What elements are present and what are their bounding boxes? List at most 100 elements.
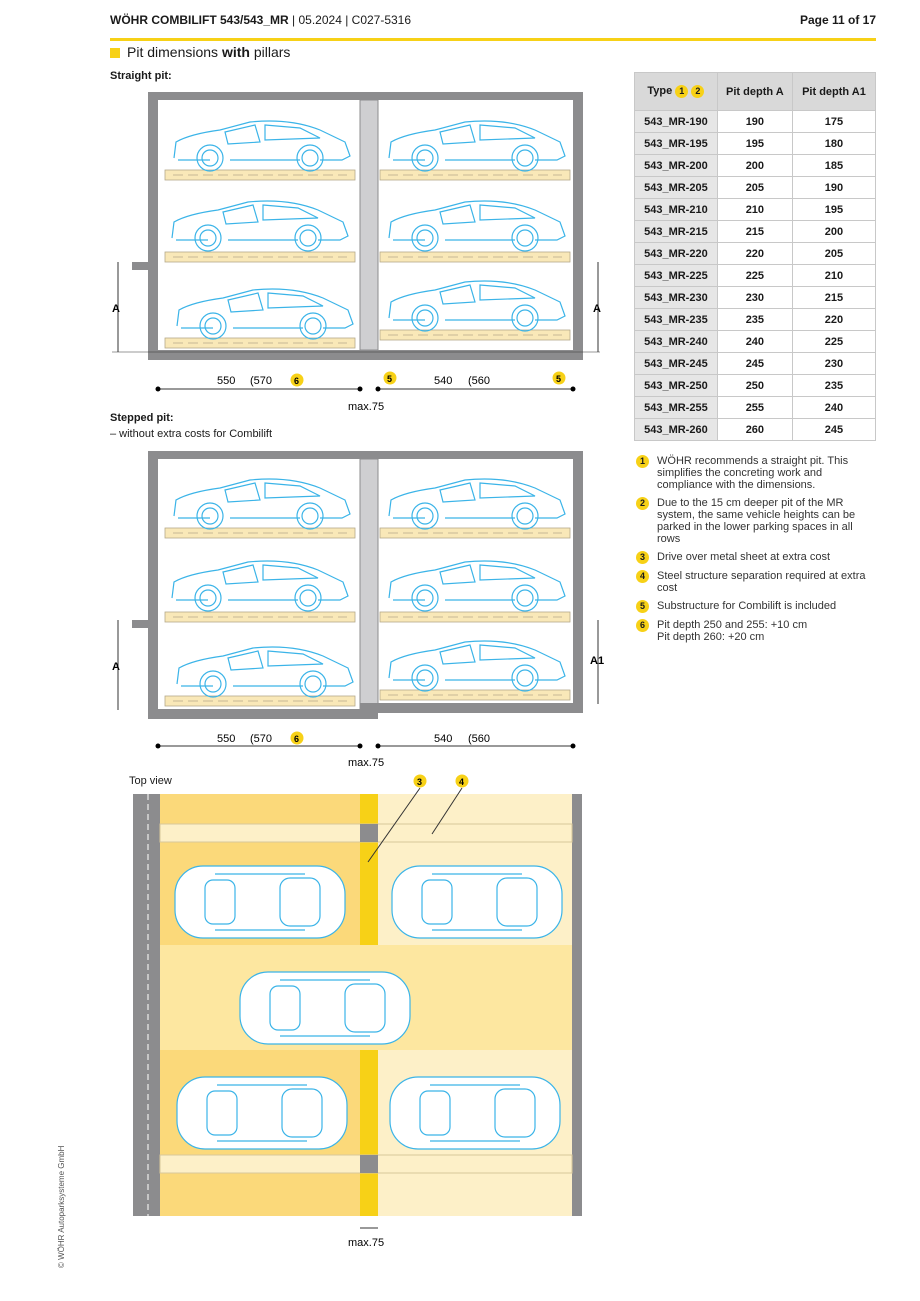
col-pit-depth-a1: Pit depth A1 (791, 72, 877, 111)
table-cell: 190 (791, 176, 877, 199)
header-rule (110, 38, 876, 41)
table-cell: 230 (791, 352, 877, 375)
table-cell: 543_MR-255 (634, 396, 718, 419)
table-cell: 543_MR-220 (634, 242, 718, 265)
table-cell: 230 (716, 286, 793, 309)
svg-text:A1: A1 (590, 655, 604, 667)
footnote-number: 1 (636, 455, 649, 468)
table-cell: 205 (791, 242, 877, 265)
straight-pit-drawing: A A 550 (570 6 540 (560 5 5 max.75 (112, 92, 601, 413)
svg-text:(570: (570 (250, 733, 272, 745)
table-cell: 195 (716, 132, 793, 155)
footnote: 1 WÖHR recommends a straight pit. This si… (636, 455, 876, 491)
footnote: 3 Drive over metal sheet at extra cost (636, 551, 876, 564)
svg-text:(560: (560 (468, 733, 490, 745)
title-marker (110, 48, 120, 58)
table-cell: 220 (716, 242, 793, 265)
svg-text:5: 5 (387, 374, 392, 384)
footnote: 6 Pit depth 250 and 255: +10 cm Pit depth… (636, 619, 876, 643)
footnote-number: 2 (636, 497, 649, 510)
svg-text:5: 5 (556, 374, 561, 384)
footnote-number: 5 (636, 600, 649, 613)
svg-text:6: 6 (294, 376, 299, 386)
table-cell: 215 (716, 220, 793, 243)
table-cell: 543_MR-210 (634, 198, 718, 221)
stepped-pit-label: Stepped pit: (110, 412, 174, 424)
footnote-text: Due to the 15 cm deeper pit of the MR sy… (657, 497, 856, 545)
footnote-number: 6 (636, 619, 649, 632)
svg-text:6: 6 (294, 734, 299, 744)
svg-text:540: 540 (434, 733, 452, 745)
top-view-label: Top view (129, 775, 172, 787)
table-cell: 225 (791, 330, 877, 353)
table-cell: 245 (716, 352, 793, 375)
footnote-text: Steel structure separation required at e… (657, 570, 866, 594)
svg-text:3: 3 (417, 777, 422, 787)
footnote: 5 Substructure for Combilift is included (636, 600, 876, 613)
table-cell: 185 (791, 154, 877, 177)
table-cell: 543_MR-245 (634, 352, 718, 375)
footnote-text: WÖHR recommends a straight pit. This sim… (657, 455, 849, 491)
pit-depth-table: Type 1 2 Pit depth A Pit depth A1 543_MR… (634, 72, 877, 441)
svg-text:4: 4 (459, 777, 464, 787)
footnote-number: 4 (636, 570, 649, 583)
svg-text:550: 550 (217, 733, 235, 745)
svg-text:max.75: max.75 (348, 401, 384, 413)
table-cell: 543_MR-195 (634, 132, 718, 155)
footnote-text: Pit depth 250 and 255: +10 cm Pit depth … (657, 619, 808, 643)
footnote-number: 3 (636, 551, 649, 564)
table-header-row: Type 1 2 Pit depth A Pit depth A1 (634, 72, 877, 111)
footnote-text: Substructure for Combilift is included (657, 600, 837, 612)
table-cell: 543_MR-230 (634, 286, 718, 309)
table-cell: 215 (791, 286, 877, 309)
table-cell: 220 (791, 308, 877, 331)
table-cell: 205 (716, 176, 793, 199)
table-cell: 200 (791, 220, 877, 243)
table-cell: 543_MR-205 (634, 176, 718, 199)
copyright: © WÖHR Autoparksysteme GmbH (57, 1145, 66, 1268)
stepped-pit-sub: – without extra costs for Combilift (110, 428, 273, 440)
table-cell: 543_MR-235 (634, 308, 718, 331)
table-cell: 235 (716, 308, 793, 331)
table-cell: 240 (716, 330, 793, 353)
svg-text:A: A (593, 303, 601, 315)
svg-text:max.75: max.75 (348, 1237, 384, 1249)
table-cell: 260 (716, 418, 793, 441)
table-cell: 543_MR-200 (634, 154, 718, 177)
svg-text:A: A (112, 303, 120, 315)
table-cell: 210 (791, 264, 877, 287)
table-cell: 543_MR-215 (634, 220, 718, 243)
table-cell: 180 (791, 132, 877, 155)
table-cell: 240 (791, 396, 877, 419)
top-view-drawing: 3 4 max.75 (133, 774, 582, 1249)
footnote-text: Drive over metal sheet at extra cost (657, 551, 831, 563)
col-pit-depth-a: Pit depth A (716, 72, 793, 111)
table-cell: 543_MR-190 (634, 110, 718, 133)
table-cell: 255 (716, 396, 793, 419)
table-cell: 543_MR-250 (634, 374, 718, 397)
table-cell: 245 (791, 418, 877, 441)
table-cell: 543_MR-240 (634, 330, 718, 353)
footnote: 4 Steel structure separation required at … (636, 570, 876, 594)
table-cell: 225 (716, 264, 793, 287)
table-cell: 210 (716, 198, 793, 221)
table-cell: 543_MR-225 (634, 264, 718, 287)
footnotes: 1 WÖHR recommends a straight pit. This si… (636, 455, 876, 649)
document-header: WÖHR COMBILIFT 543/543_MR | 05.2024 | C0… (110, 13, 412, 27)
svg-text:550: 550 (217, 375, 235, 387)
stepped-pit-drawing: A A1 550 (570 6 540 (560 max.75 (112, 451, 604, 769)
